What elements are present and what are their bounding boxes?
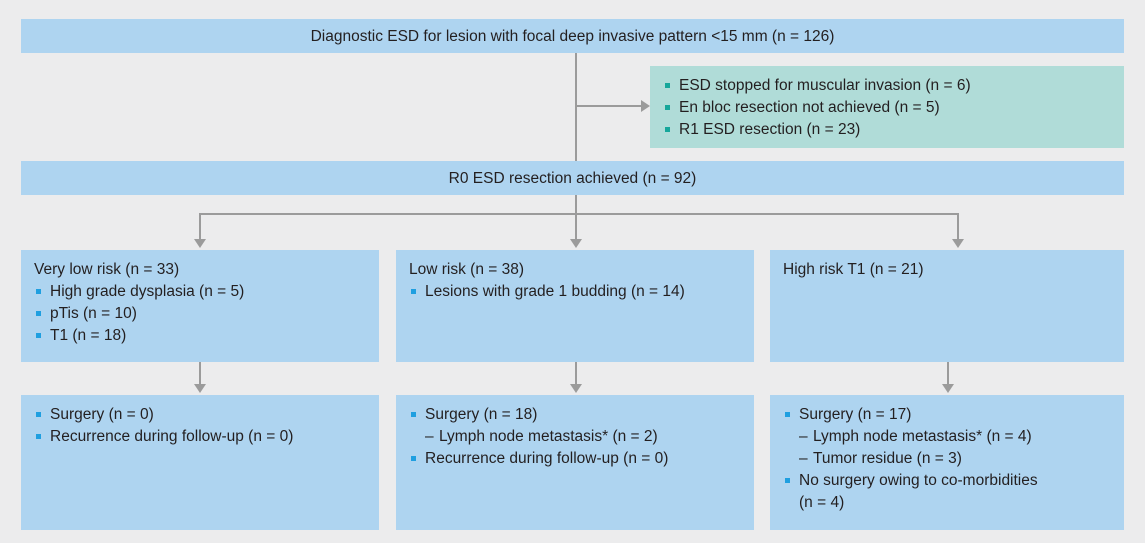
node-high-risk: High risk T1 (n = 21) xyxy=(770,250,1124,362)
sub-list: –Lymph node metastasis* (n = 4) –Tumor r… xyxy=(799,426,1111,470)
bullet-square-icon xyxy=(665,105,670,110)
list-item: Surgery (n = 0) xyxy=(34,404,366,426)
bullet-square-icon xyxy=(36,412,41,417)
connector-high-risk-to-outcome xyxy=(947,362,949,386)
sub-list-item: –Lymph node metastasis* (n = 2) xyxy=(425,426,741,448)
list-item: pTis (n = 10) xyxy=(34,303,366,325)
node-high-risk-outcome-list: Surgery (n = 17) –Lymph node metastasis*… xyxy=(783,404,1111,514)
dash-icon: – xyxy=(799,428,808,445)
connector-top-to-r0 xyxy=(575,53,577,161)
node-low-risk-outcome: Surgery (n = 18) –Lymph node metastasis*… xyxy=(396,395,754,530)
node-r0-resection-title: R0 ESD resection achieved (n = 92) xyxy=(448,170,697,187)
list-item-wrap: (n = 4) xyxy=(799,494,845,511)
sub-list: –Lymph node metastasis* (n = 2) xyxy=(425,426,741,448)
connector-r0-distributor xyxy=(200,213,959,215)
bullet-square-icon xyxy=(665,127,670,132)
arrow-down-icon xyxy=(570,384,582,393)
list-item: No surgery owing to co-morbidities (n = … xyxy=(783,470,1111,514)
bullet-square-icon xyxy=(36,434,41,439)
node-very-low-risk: Very low risk (n = 33) High grade dyspla… xyxy=(21,250,379,362)
node-low-risk-list: Lesions with grade 1 budding (n = 14) xyxy=(409,281,741,303)
connector-r0-to-high-risk xyxy=(957,213,959,241)
bullet-square-icon xyxy=(665,83,670,88)
list-item: T1 (n = 18) xyxy=(34,325,366,347)
node-diagnostic-esd: Diagnostic ESD for lesion with focal dee… xyxy=(21,19,1124,53)
bullet-square-icon xyxy=(411,289,416,294)
bullet-square-icon xyxy=(36,311,41,316)
arrow-down-icon xyxy=(952,239,964,248)
connector-low-risk-to-outcome xyxy=(575,362,577,386)
node-low-risk-outcome-list: Surgery (n = 18) –Lymph node metastasis*… xyxy=(409,404,741,470)
list-item: Lesions with grade 1 budding (n = 14) xyxy=(409,281,741,303)
bullet-square-icon xyxy=(411,412,416,417)
node-low-risk-title: Low risk (n = 38) xyxy=(409,261,525,278)
node-high-risk-title: High risk T1 (n = 21) xyxy=(783,261,924,278)
node-r0-resection: R0 ESD resection achieved (n = 92) xyxy=(21,161,1124,195)
connector-r0-to-very-low-risk xyxy=(199,213,201,241)
bullet-square-icon xyxy=(36,289,41,294)
sub-list-item: –Tumor residue (n = 3) xyxy=(799,448,1111,470)
list-item: Surgery (n = 17) –Lymph node metastasis*… xyxy=(783,404,1111,470)
node-high-risk-outcome: Surgery (n = 17) –Lymph node metastasis*… xyxy=(770,395,1124,530)
connector-very-low-risk-to-outcome xyxy=(199,362,201,386)
list-item: High grade dysplasia (n = 5) xyxy=(34,281,366,303)
node-low-risk: Low risk (n = 38) Lesions with grade 1 b… xyxy=(396,250,754,362)
connector-r0-to-low-risk xyxy=(575,213,577,241)
node-excluded-list: ESD stopped for muscular invasion (n = 6… xyxy=(663,75,1111,141)
list-item: Recurrence during follow-up (n = 0) xyxy=(34,426,366,448)
dash-icon: – xyxy=(799,450,808,467)
bullet-square-icon xyxy=(785,478,790,483)
arrow-down-icon xyxy=(194,239,206,248)
list-item: R1 ESD resection (n = 23) xyxy=(663,119,1111,141)
node-diagnostic-esd-title: Diagnostic ESD for lesion with focal dee… xyxy=(310,28,835,45)
bullet-square-icon xyxy=(785,412,790,417)
node-excluded: ESD stopped for muscular invasion (n = 6… xyxy=(650,66,1124,148)
list-item: En bloc resection not achieved (n = 5) xyxy=(663,97,1111,119)
bullet-square-icon xyxy=(36,333,41,338)
list-item: Surgery (n = 18) –Lymph node metastasis*… xyxy=(409,404,741,448)
connector-r0-stem xyxy=(575,195,577,214)
list-item: Recurrence during follow-up (n = 0) xyxy=(409,448,741,470)
connector-top-to-excluded xyxy=(575,105,641,107)
list-item: ESD stopped for muscular invasion (n = 6… xyxy=(663,75,1111,97)
arrow-down-icon xyxy=(194,384,206,393)
arrow-right-icon xyxy=(641,100,650,112)
node-very-low-risk-title: Very low risk (n = 33) xyxy=(34,261,180,278)
dash-icon: – xyxy=(425,428,434,445)
node-very-low-risk-list: High grade dysplasia (n = 5) pTis (n = 1… xyxy=(34,281,366,347)
node-very-low-risk-outcome: Surgery (n = 0) Recurrence during follow… xyxy=(21,395,379,530)
arrow-down-icon xyxy=(570,239,582,248)
bullet-square-icon xyxy=(411,456,416,461)
sub-list-item: –Lymph node metastasis* (n = 4) xyxy=(799,426,1111,448)
node-very-low-risk-outcome-list: Surgery (n = 0) Recurrence during follow… xyxy=(34,404,366,448)
arrow-down-icon xyxy=(942,384,954,393)
